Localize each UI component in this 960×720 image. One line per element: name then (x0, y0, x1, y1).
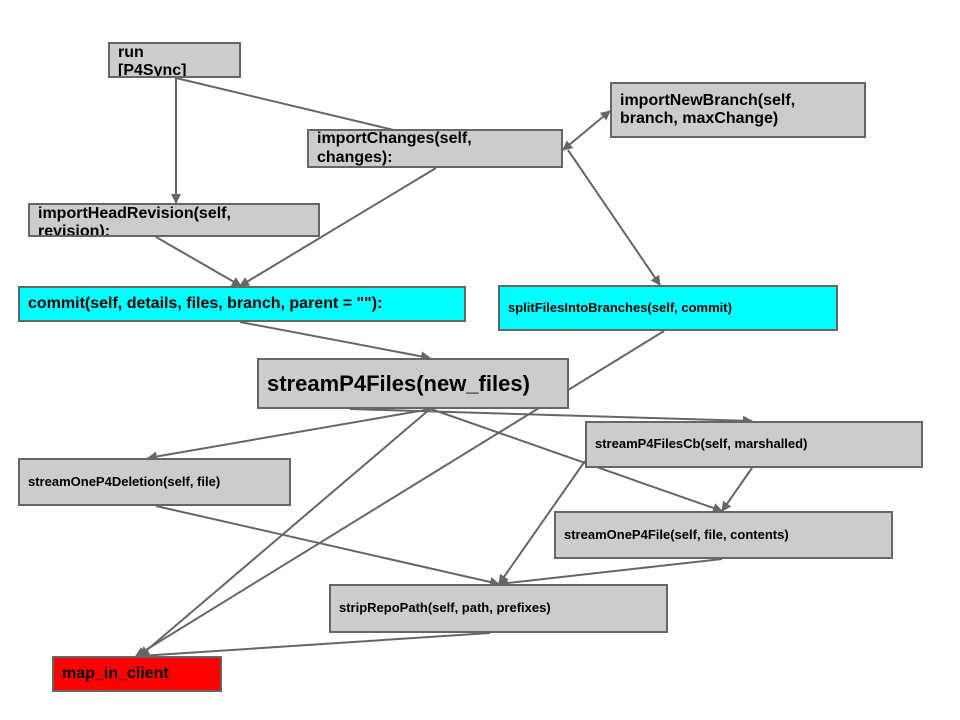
node-stream-p4-files-cb: streamP4FilesCb(self, marshalled) (585, 421, 923, 468)
node-strip-repo-path: stripRepoPath(self, path, prefixes) (329, 584, 668, 633)
edge-strip-repo-path-to-map-in-client (139, 632, 491, 661)
edge-stream-one-p4-file-to-strip-repo-path (498, 558, 723, 588)
edge-commit-to-stream-p4-files (239, 321, 431, 362)
node-stream-p4-files: streamP4Files(new_files) (257, 358, 569, 409)
node-split-files-into-branches: splitFilesIntoBranches(self, commit) (498, 285, 838, 331)
edge-stream-p4-files-to-stream-p4-files-cb (349, 408, 753, 426)
node-import-changes: importChanges(self, changes): (307, 129, 563, 168)
edge-import-changes-to-import-new-branch (562, 110, 611, 151)
edge-stream-p4-files-to-stream-one-p4-deletion (147, 408, 432, 462)
edge-import-head-revision-to-commit (155, 236, 242, 287)
edge-stream-p4-files-cb-to-stream-one-p4-file (721, 467, 753, 512)
node-map-in-client: map_in_client (52, 656, 222, 692)
edge-import-changes-to-split-files-into-branches (567, 149, 661, 286)
node-run: run [P4Sync] (108, 42, 241, 78)
node-commit: commit(self, details, files, branch, par… (18, 286, 466, 322)
edge-stream-one-p4-deletion-to-strip-repo-path (155, 505, 500, 587)
node-import-head-revision: importHeadRevision(self, revision): (28, 203, 320, 237)
node-import-new-branch: importNewBranch(self, branch, maxChange) (610, 82, 866, 138)
node-stream-one-p4-file: streamOneP4File(self, file, contents) (554, 511, 893, 559)
node-stream-one-p4-deletion: streamOneP4Deletion(self, file) (18, 458, 291, 506)
